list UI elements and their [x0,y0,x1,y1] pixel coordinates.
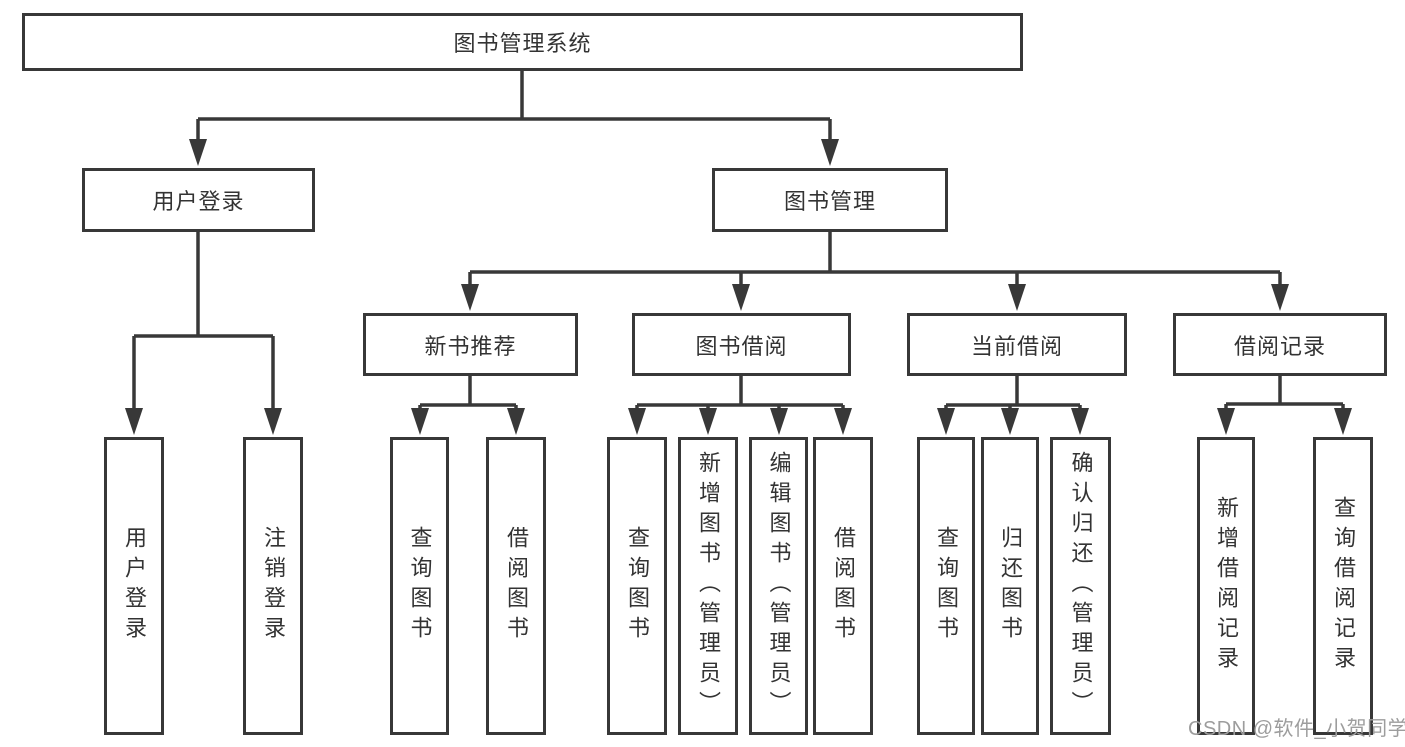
edge-userlogin-to-leaves [125,232,282,435]
arrowhead [264,408,282,435]
node-label: 新增借阅记录 [1214,496,1239,676]
arrowhead [770,408,788,435]
node-label: 用户登录 [122,526,147,646]
csdn-watermark: CSDN @软件_小贺同学 [1188,718,1405,740]
node-book-borrow: 图书借阅 [632,313,851,376]
edge-borrowrecords-to-leaves [1217,376,1352,435]
arrowhead [1271,284,1289,311]
arrowhead [628,408,646,435]
leaf-borrow-books: 借阅图书 [813,437,873,735]
leaf-query-books-borrow: 查询图书 [607,437,667,735]
node-label: 新书推荐 [424,333,517,359]
arrowhead [821,139,839,166]
node-label: 当前借阅 [970,333,1063,359]
edge-newbooks-to-leaves [411,376,525,435]
leaf-query-books-current: 查询图书 [917,437,975,735]
edge-bookborrow-to-leaves [628,376,852,435]
node-user-login: 用户登录 [82,168,315,232]
node-label: 查询图书 [625,526,650,646]
node-label: 查询图书 [934,526,959,646]
leaf-add-book-admin: 新增图书（管理员） [678,437,738,735]
node-label: 借阅图书 [504,526,529,646]
leaf-return-book: 归还图书 [981,437,1039,735]
leaf-query-borrow-record: 查询借阅记录 [1313,437,1373,735]
node-label: 用户登录 [152,189,245,214]
node-label: 图书管理系统 [453,31,592,56]
node-borrow-records: 借阅记录 [1173,313,1387,376]
edge-bookmgmt-to-level3 [461,232,1289,311]
leaf-confirm-return-admin: 确认归还（管理员） [1050,437,1111,735]
node-label: 新增图书（管理员） [696,451,721,721]
leaf-logout: 注销登录 [243,437,303,735]
arrowhead [189,139,207,166]
arrowhead [834,408,852,435]
arrowhead [411,408,429,435]
arrowhead [1008,284,1026,311]
node-label: 确认归还（管理员） [1068,451,1094,721]
arrowhead [125,408,143,435]
node-label: 注销登录 [261,526,286,646]
node-label: 编辑图书（管理员） [766,451,792,721]
node-label: 图书借阅 [695,333,788,359]
arrowhead [507,408,525,435]
node-label: 归还图书 [998,526,1023,646]
edge-root-to-level2 [189,71,839,166]
leaf-user-login: 用户登录 [104,437,164,735]
arrowhead [461,284,479,311]
arrowhead [699,408,717,435]
arrowhead [1071,408,1089,435]
node-label: 借阅记录 [1233,333,1326,359]
node-label: 图书管理 [783,189,876,214]
node-label: 借阅图书 [831,526,856,646]
arrowhead [1334,408,1352,435]
leaf-borrow-books-recommend: 借阅图书 [486,437,546,735]
edge-currentborrow-to-leaves [937,376,1089,435]
arrowhead [732,284,750,311]
leaf-edit-book-admin: 编辑图书（管理员） [749,437,808,735]
node-current-borrow: 当前借阅 [907,313,1127,376]
node-label: 查询借阅记录 [1331,496,1356,676]
node-label: 查询图书 [407,526,433,646]
leaf-query-books-recommend: 查询图书 [390,437,449,735]
node-book-management: 图书管理 [712,168,948,232]
arrowhead [1217,408,1235,435]
leaf-add-borrow-record: 新增借阅记录 [1197,437,1255,735]
arrowhead [937,408,955,435]
arrowhead [1001,408,1019,435]
node-new-book-recommend: 新书推荐 [363,313,578,376]
node-root: 图书管理系统 [22,13,1023,71]
